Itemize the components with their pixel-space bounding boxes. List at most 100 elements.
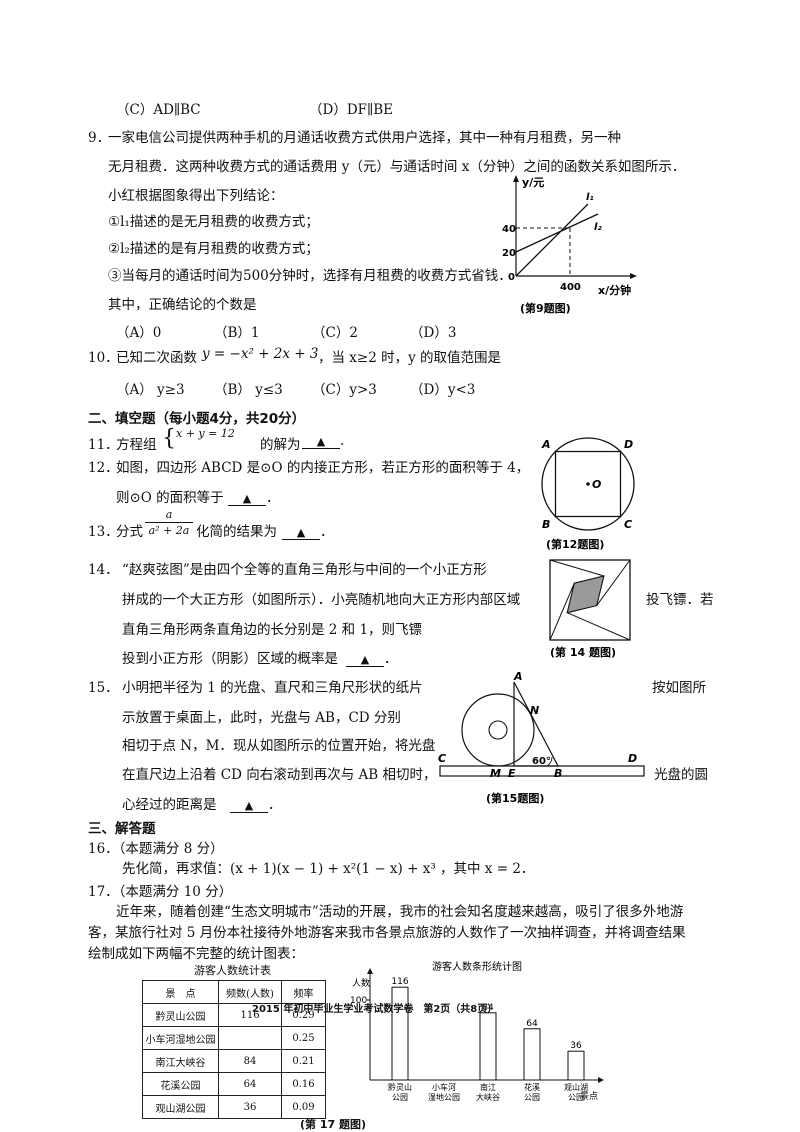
q8-option-d: （D）DF∥BE: [309, 102, 394, 118]
section-2-name: 二、填空题: [88, 411, 156, 427]
chart-bar: [567, 1050, 585, 1081]
q16-heading: 16．（本题满分 8 分）: [88, 841, 224, 857]
q9-l1-label: l₁: [586, 192, 594, 203]
table-row: 小车河湿地公园 0.25: [141, 1026, 327, 1050]
q13-end: ．: [320, 524, 334, 540]
q12-caption: (第12题图): [546, 537, 604, 551]
q15-line-1: 小明把半径为 1 的光盘、直尺和三角尺形状的纸片: [122, 680, 423, 696]
q17-caption: (第 17 题图): [300, 1118, 367, 1131]
q10-text-a: 已知二次函数: [116, 350, 197, 366]
table-cell: 南江大峡谷: [141, 1049, 220, 1073]
q15-line-3: 相切于点 N，M．现从如图所示的位置开始，将光盘: [122, 738, 436, 754]
q9-option-b: （B）1: [214, 325, 260, 341]
chart-category-label: 湿地公园: [428, 1092, 460, 1102]
q11-number: 11．: [88, 437, 119, 453]
q14-triangle-edge-4: [549, 583, 575, 641]
q12-circle: [541, 437, 635, 531]
q15-disc-figure: A N C D M E B 60° (第15题图): [438, 672, 645, 805]
q14-end: ．: [384, 651, 398, 667]
section-2-title: 二、填空题（每小题4分，共20分）: [88, 407, 305, 427]
section-3-title: 三、解答题: [88, 821, 156, 837]
q9-tick-20: 20: [502, 248, 516, 259]
chart-category-label: 公园: [568, 1093, 584, 1102]
q15-end: ．: [268, 797, 282, 813]
chart-category-label: 大峡谷: [476, 1092, 500, 1102]
q14-triangle-edge-3: [567, 612, 631, 641]
q17-line-1: 近年来，随着创建“生态文明城市”活动的开展，我市的社会知名度越来越高，吸引了很多…: [116, 904, 684, 920]
q13-numerator: a: [145, 508, 193, 523]
q9-tick-40: 40: [502, 224, 516, 235]
table-cell: [218, 1026, 282, 1050]
q9-conclusion-1: ①l₁描述的是无月租费的收费方式；: [108, 214, 319, 230]
q15-angle-arc: [546, 756, 553, 767]
q9-graph-figure: y/元 l₁ l₂ 40 20 0 400 x/分钟 (第9题图): [502, 175, 637, 315]
q15-label-c: C: [438, 752, 446, 765]
q16-text: 先化简，再求值：(x + 1)(x − 1) + x²(1 − x) + x³ …: [122, 861, 535, 877]
table-cell: 84: [218, 1049, 282, 1073]
q15-label-e: E: [508, 767, 516, 780]
q14-line-3: 直角三角形两条直角边的长分别是 2 和 1，则飞镖: [122, 622, 423, 638]
q14-zhaoshuang-figure: (第 14 题图): [549, 559, 631, 659]
q14-line-1: “赵爽弦图”是由四个全等的直角三角形与中间的一个小正方形: [122, 562, 487, 578]
table-row: 南江大峡谷 84 0.21: [141, 1049, 327, 1073]
q12-label-a: A: [541, 438, 551, 451]
q12-square: [554, 450, 622, 518]
q9-line-4: 其中，正确结论的个数是: [108, 297, 257, 313]
q9-conclusion-3: ③当每月的通话时间为500分钟时，选择有月租费的收费方式省钱．: [108, 268, 512, 284]
q9-option-a: （A）0: [116, 325, 162, 341]
section-2-note: （每小题4分，共20分）: [155, 411, 306, 427]
q14-number: 14．: [88, 562, 119, 578]
q13-denominator: a² + 2a: [148, 524, 190, 537]
q15-label-d: D: [628, 752, 637, 765]
q15-answer-blank: ▲．: [230, 793, 282, 813]
q9-caption: (第9题图): [520, 301, 571, 315]
table-cell: 花溪公园: [141, 1072, 220, 1096]
q10-option-a: （A） y≥3: [116, 382, 185, 398]
chart-data-label: 64: [526, 1019, 538, 1029]
q12-circle-figure: A D B C O (第12题图): [541, 437, 635, 551]
q10-formula: y = −x² + 2x + 3: [202, 346, 319, 362]
q9-tick-400: 400: [560, 282, 581, 293]
q9-conclusion-2: ②l₂描述的是有月租费的收费方式；: [108, 241, 319, 257]
q9-line-3: 小红根据图象得出下列结论：: [108, 188, 284, 204]
q17-bar-chart: 游客人数条形统计图 人数 景点 100116黔灵山公园小车河湿地公园84南江大峡…: [350, 960, 604, 1102]
chart-x-label: 景点: [580, 1091, 598, 1102]
q15-label-m: M: [490, 767, 501, 780]
chart-y-label: 人数: [352, 977, 370, 989]
chart-bar: [479, 1012, 497, 1081]
q14-answer-blank: ▲．: [346, 647, 398, 667]
table-cell: 0.25: [280, 1026, 327, 1050]
table-cell: 36: [218, 1095, 282, 1119]
q13-text-a: 分式: [116, 524, 143, 540]
q13-blank-mark: ▲: [282, 526, 320, 540]
q10-number: 10．: [88, 350, 119, 366]
q12-answer-blank: ▲．: [228, 486, 280, 506]
table-cell: 0.09: [280, 1095, 327, 1119]
chart-category-label: 黔灵山: [388, 1082, 412, 1092]
q9-l2-label: l₂: [594, 222, 602, 233]
q12-line-1: 如图，四边形 ABCD 是⊙O 的内接正方形，若正方形的面积等于 4，: [116, 460, 530, 476]
q15-line-1-tail: 按如图所: [652, 680, 706, 696]
q9-option-d: （D）3: [410, 325, 457, 341]
chart-x-arrow: [598, 1077, 604, 1083]
q9-y-label: y/元: [522, 176, 544, 189]
q14-shaded-square: [566, 575, 605, 614]
chart-category-label: 小车河: [432, 1082, 456, 1092]
q12-blank-mark: ▲: [228, 492, 266, 506]
q11-end: .: [340, 433, 345, 449]
q12-label-b: B: [542, 518, 550, 531]
q9-line-l1: [515, 203, 589, 277]
table-row: 观山湖公园 36 0.09: [141, 1095, 327, 1119]
chart-bar: [391, 986, 409, 1081]
q12-end: ．: [266, 490, 280, 506]
q15-label-n: N: [530, 704, 539, 717]
q10-option-b: （B） y≤3: [214, 382, 283, 398]
q15-disc: [461, 693, 535, 767]
table-cell: 小车河湿地公园: [141, 1026, 220, 1050]
q9-x-label: x/分钟: [598, 283, 631, 297]
q17-table-title: 游客人数统计表: [194, 964, 271, 977]
q15-blank-mark: ▲: [230, 799, 268, 813]
q17-line-3: 绘制成如下两幅不完整的统计图表：: [88, 946, 304, 962]
q14-caption: (第 14 题图): [550, 645, 616, 659]
